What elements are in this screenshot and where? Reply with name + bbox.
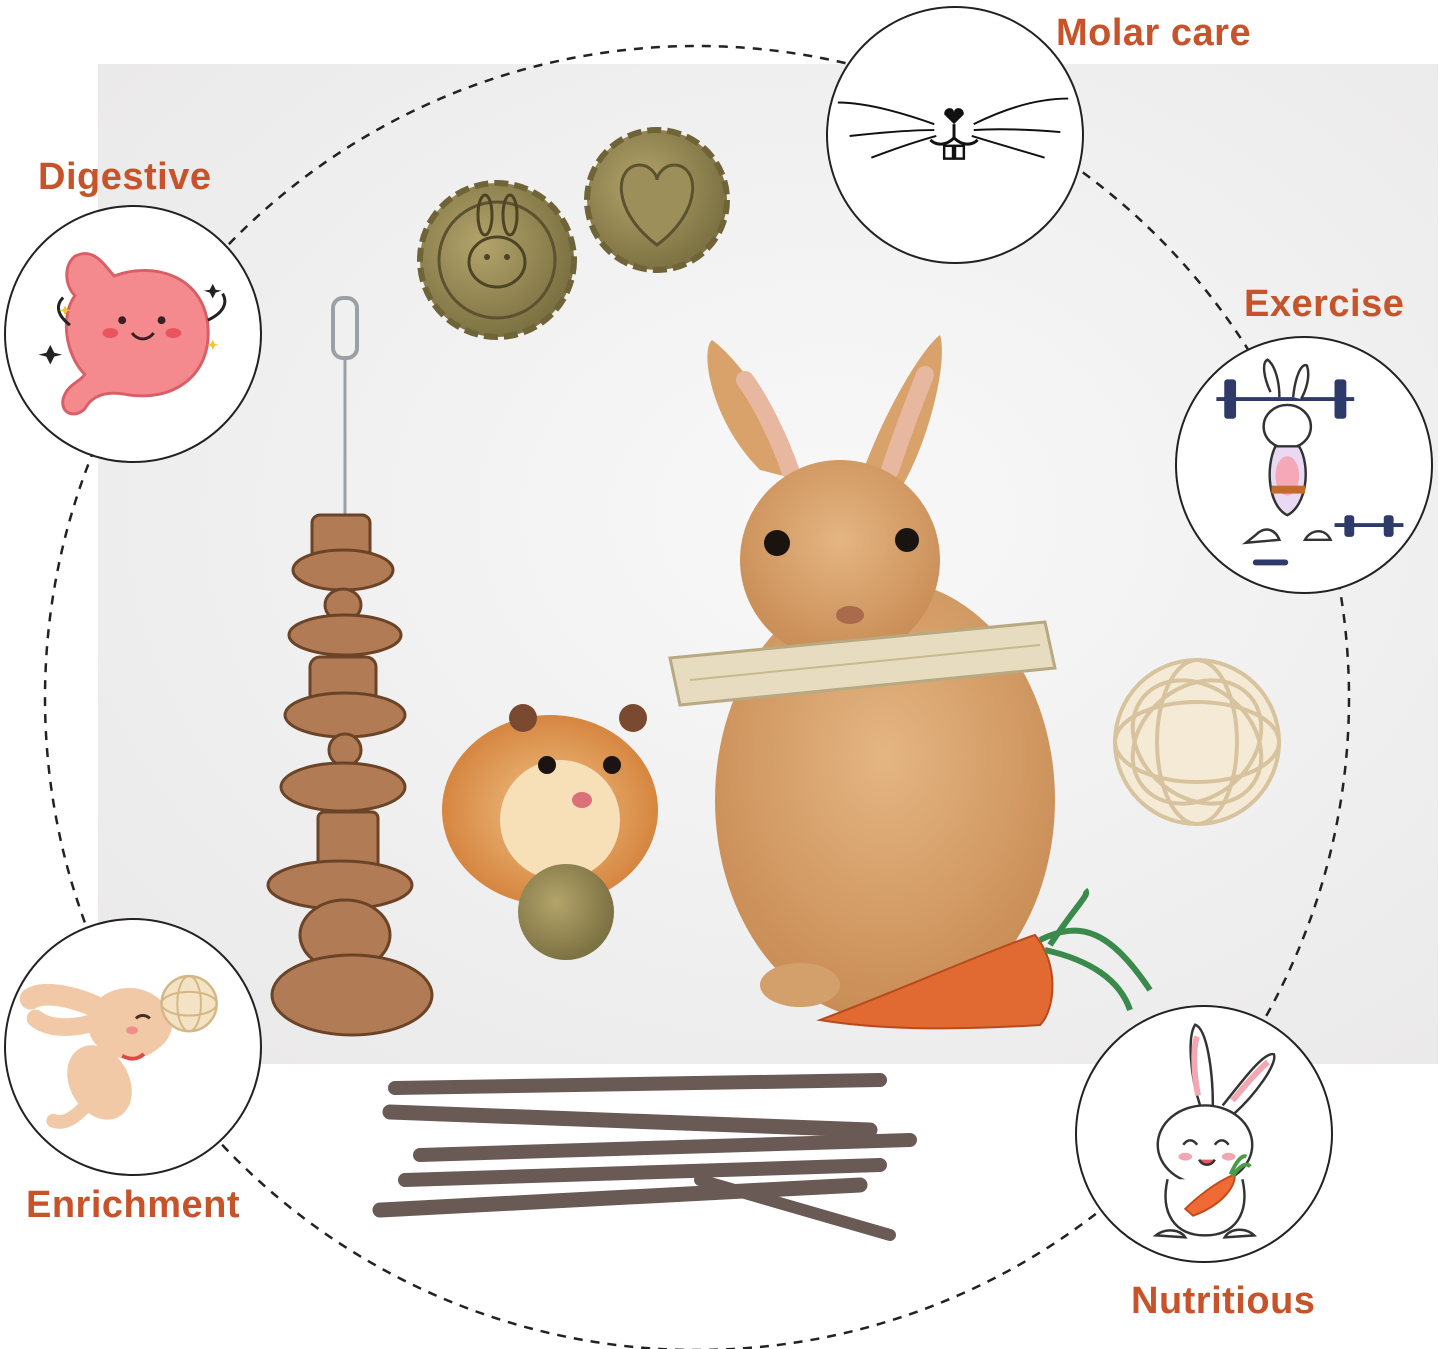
weightlifting-rabbit-icon bbox=[1216, 358, 1404, 566]
wood-chew-toy bbox=[266, 296, 434, 1037]
molar-care-badge bbox=[826, 6, 1084, 264]
rabbit-hugging-carrot-icon bbox=[1152, 1023, 1276, 1239]
nutritious-badge bbox=[1075, 1005, 1333, 1263]
happy-stomach-icon bbox=[38, 252, 227, 416]
carrot-toy bbox=[816, 887, 1153, 1030]
digestive-badge bbox=[4, 205, 262, 463]
grass-ball bbox=[518, 864, 614, 960]
molar-care-label: Molar care bbox=[1056, 12, 1252, 54]
enrichment-label: Enrichment bbox=[26, 1184, 241, 1226]
nutritious-label: Nutritious bbox=[1131, 1280, 1316, 1322]
apple-sticks bbox=[372, 1073, 917, 1241]
digestive-label: Digestive bbox=[38, 156, 212, 198]
grass-cake-heart bbox=[584, 127, 730, 273]
grass-cake-bunny bbox=[417, 180, 577, 340]
rabbit-whiskers-teeth-icon bbox=[837, 97, 1069, 160]
hamster bbox=[442, 704, 658, 905]
enrichment-badge bbox=[4, 918, 262, 1176]
exercise-badge bbox=[1175, 336, 1433, 594]
rabbit-playing-ball-icon bbox=[19, 974, 218, 1129]
dashed-ring bbox=[43, 44, 1351, 1349]
rattan-ball bbox=[1113, 658, 1281, 826]
sweet-bamboo-stick bbox=[668, 620, 1057, 707]
exercise-label: Exercise bbox=[1244, 283, 1405, 325]
